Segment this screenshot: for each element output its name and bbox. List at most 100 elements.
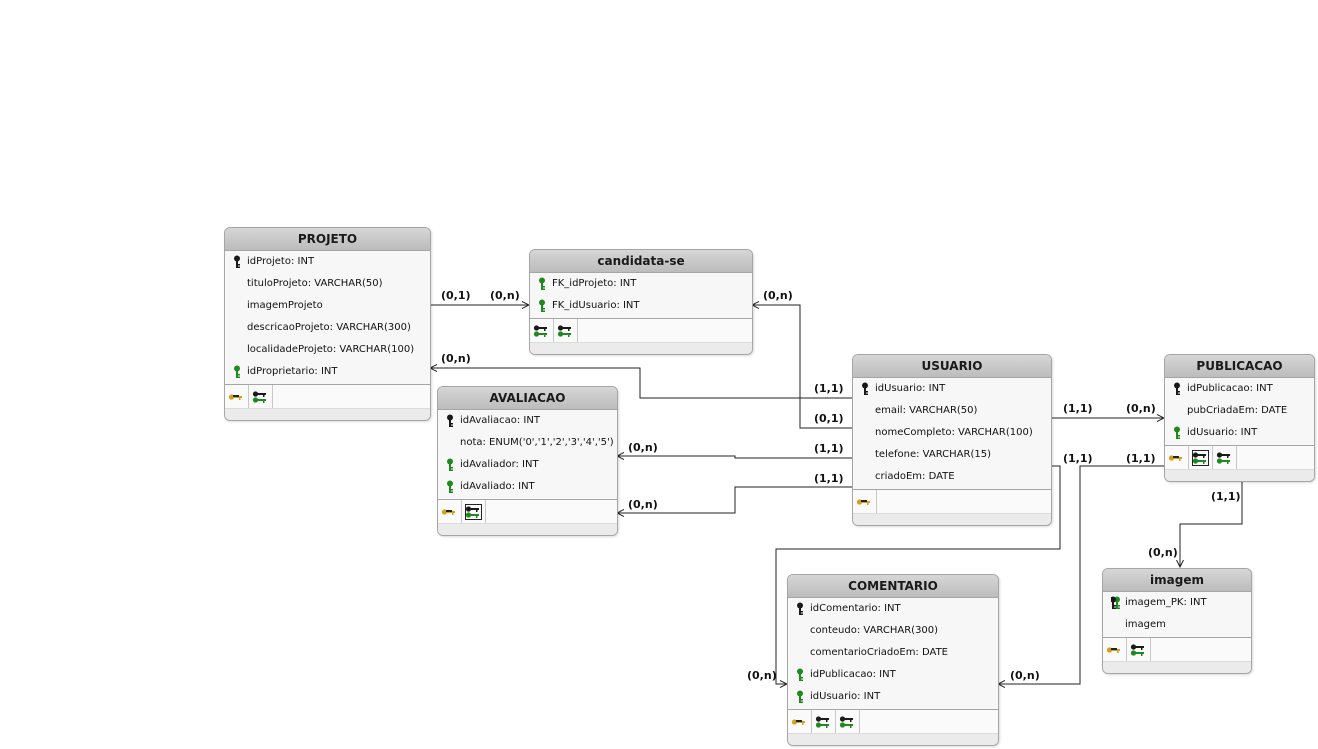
table-title: PROJETO — [225, 228, 430, 251]
column-row[interactable]: nota: ENUM('0','1','2','3','4','5') — [460, 437, 614, 448]
column-row[interactable]: idPublicacao: INT — [788, 664, 998, 686]
table-footer-spacer — [853, 513, 1051, 525]
cardinality-label: (1,1) — [1063, 402, 1093, 415]
link-usuario-avaliacao-avaliador — [617, 456, 852, 458]
column-row[interactable]: email: VARCHAR(50) — [875, 405, 978, 416]
table-title: PUBLICACAO — [1165, 355, 1314, 378]
column-row[interactable]: telefone: VARCHAR(15) — [875, 449, 991, 460]
foreign-key-icon — [446, 458, 456, 472]
fk-index-icon[interactable] — [1213, 446, 1237, 469]
index-section — [1103, 637, 1251, 661]
foreign-key-icon — [233, 365, 243, 379]
column-row[interactable]: imagem_PK: INT — [1103, 592, 1251, 614]
cardinality-label: (0,n) — [747, 669, 777, 682]
column-row[interactable]: idUsuario: INT — [788, 686, 998, 708]
column-row[interactable]: imagemProjeto — [247, 300, 323, 311]
link-usuario-avaliacao-avaliado — [617, 486, 852, 513]
column-row[interactable]: localidadeProjeto: VARCHAR(100) — [247, 344, 415, 355]
column-list: imagem_PK: INT imagem — [1103, 592, 1251, 637]
fk-index-icon[interactable] — [554, 319, 578, 342]
primary-key-icon — [446, 414, 456, 428]
foreign-key-icon — [796, 668, 806, 682]
column-row[interactable]: imagem — [1125, 619, 1166, 630]
column-row[interactable]: idAvaliador: INT — [438, 454, 617, 476]
link-publicacao-comentario — [998, 465, 1164, 684]
table-avaliacao[interactable]: AVALIACAO idAvaliacao: INT nota: ENUM('0… — [437, 386, 618, 536]
foreign-key-icon — [538, 299, 548, 313]
foreign-key-icon — [1173, 426, 1183, 440]
cardinality-label: (0,n) — [628, 498, 658, 511]
fk-index-boxed-icon[interactable] — [1189, 446, 1213, 469]
table-comentario[interactable]: COMENTARIO idComentario: INT conteudo: V… — [787, 574, 999, 746]
index-icon[interactable] — [1165, 446, 1189, 469]
column-row[interactable]: tituloProjeto: VARCHAR(50) — [247, 278, 383, 289]
table-imagem[interactable]: imagem imagem_PK: INT imagem — [1102, 568, 1252, 674]
column-row[interactable]: comentarioCriadoEm: DATE — [810, 647, 948, 658]
column-row[interactable]: criadoEm: DATE — [875, 471, 955, 482]
cardinality-label: (1,1) — [814, 382, 844, 395]
index-section — [1165, 445, 1314, 469]
index-icon[interactable] — [788, 710, 812, 733]
column-row[interactable]: descricaoProjeto: VARCHAR(300) — [247, 322, 411, 333]
fk-index-boxed-icon[interactable] — [462, 500, 486, 523]
index-icon[interactable] — [225, 385, 249, 408]
primary-key-icon — [796, 602, 806, 616]
index-icon[interactable] — [853, 490, 877, 513]
fk-index-icon[interactable] — [530, 319, 554, 342]
column-list: idPublicacao: INT pubCriadaEm: DATE idUs… — [1165, 378, 1314, 445]
index-icon[interactable] — [1103, 638, 1127, 661]
table-footer-spacer — [1103, 661, 1251, 673]
fk-index-icon[interactable] — [836, 710, 860, 733]
table-title: candidata-se — [530, 250, 752, 273]
primary-foreign-key-icon — [1110, 596, 1121, 610]
column-row[interactable]: idAvaliacao: INT — [438, 410, 617, 432]
cardinality-label: (1,1) — [814, 472, 844, 485]
table-title: USUARIO — [853, 355, 1051, 378]
column-row[interactable]: pubCriadaEm: DATE — [1187, 405, 1288, 416]
column-row[interactable]: idPublicacao: INT — [1165, 378, 1314, 400]
column-row[interactable]: idProprietario: INT — [225, 361, 430, 383]
index-section — [853, 489, 1051, 513]
table-footer-spacer — [438, 523, 617, 535]
foreign-key-icon — [538, 277, 548, 291]
table-publicacao[interactable]: PUBLICACAO idPublicacao: INT pubCriadaEm… — [1164, 354, 1315, 482]
link-usuario-projeto — [430, 368, 852, 399]
table-usuario[interactable]: USUARIO idUsuario: INT email: VARCHAR(50… — [852, 354, 1052, 526]
table-footer-spacer — [225, 408, 430, 420]
fk-index-icon[interactable] — [1127, 638, 1151, 661]
column-row[interactable]: idUsuario: INT — [1165, 422, 1314, 444]
index-section — [225, 384, 430, 408]
cardinality-label: (1,1) — [814, 442, 844, 455]
table-candidata-se[interactable]: candidata-se FK_idProjeto: INT FK_idUsua… — [529, 249, 753, 355]
cardinality-label: (0,n) — [490, 289, 520, 302]
column-row[interactable]: idProjeto: INT — [225, 251, 430, 273]
table-footer-spacer — [788, 733, 998, 745]
column-row[interactable]: idAvaliado: INT — [438, 476, 617, 498]
primary-key-icon — [233, 255, 243, 269]
index-section — [530, 318, 752, 342]
column-row[interactable]: nomeCompleto: VARCHAR(100) — [875, 427, 1033, 438]
column-row[interactable]: idComentario: INT — [788, 598, 998, 620]
cardinality-label: (0,1) — [814, 412, 844, 425]
cardinality-label: (0,1) — [441, 289, 471, 302]
fk-index-icon[interactable] — [249, 385, 273, 408]
table-projeto[interactable]: PROJETO idProjeto: INT tituloProjeto: VA… — [224, 227, 431, 421]
cardinality-label: (0,n) — [763, 289, 793, 302]
column-row[interactable]: FK_idProjeto: INT — [530, 273, 752, 295]
index-section — [788, 709, 998, 733]
link-publicacao-imagem — [1180, 482, 1243, 567]
table-title: COMENTARIO — [788, 575, 998, 598]
index-icon[interactable] — [438, 500, 462, 523]
cardinality-label: (0,n) — [1148, 546, 1178, 559]
cardinality-label: (0,n) — [441, 352, 471, 365]
column-row[interactable]: idUsuario: INT — [853, 378, 1051, 400]
fk-index-icon[interactable] — [812, 710, 836, 733]
column-row[interactable]: conteudo: VARCHAR(300) — [810, 625, 939, 636]
column-row[interactable]: FK_idUsuario: INT — [530, 295, 752, 317]
table-title: imagem — [1103, 569, 1251, 592]
foreign-key-icon — [796, 690, 806, 704]
cardinality-label: (1,1) — [1211, 490, 1241, 503]
column-list: idComentario: INT conteudo: VARCHAR(300)… — [788, 598, 998, 709]
column-list: idProjeto: INT tituloProjeto: VARCHAR(50… — [225, 251, 430, 384]
table-title: AVALIACAO — [438, 387, 617, 410]
